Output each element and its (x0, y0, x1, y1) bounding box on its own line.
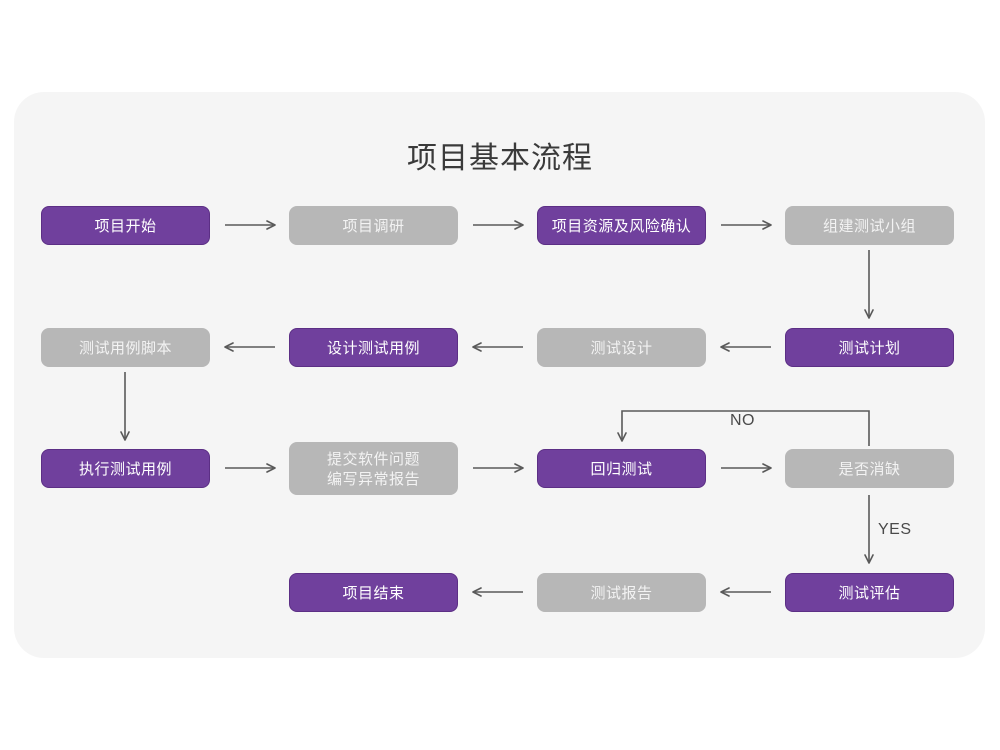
node-test-report[interactable]: 测试报告 (537, 573, 706, 612)
diagram-panel (14, 92, 985, 658)
node-submit-issue-report[interactable]: 提交软件问题 编写异常报告 (289, 442, 458, 495)
node-defect-cleared[interactable]: 是否消缺 (785, 449, 954, 488)
edge-label-no: NO (730, 412, 755, 429)
node-design-test-case[interactable]: 设计测试用例 (289, 328, 458, 367)
node-test-design[interactable]: 测试设计 (537, 328, 706, 367)
node-test-evaluation[interactable]: 测试评估 (785, 573, 954, 612)
node-regression-test[interactable]: 回归测试 (537, 449, 706, 488)
node-resource-risk-confirm[interactable]: 项目资源及风险确认 (537, 206, 706, 245)
node-test-case-script[interactable]: 测试用例脚本 (41, 328, 210, 367)
node-project-research[interactable]: 项目调研 (289, 206, 458, 245)
node-execute-test-case[interactable]: 执行测试用例 (41, 449, 210, 488)
page-title: 项目基本流程 (407, 141, 593, 176)
node-test-plan[interactable]: 测试计划 (785, 328, 954, 367)
node-build-test-team[interactable]: 组建测试小组 (785, 206, 954, 245)
node-project-start[interactable]: 项目开始 (41, 206, 210, 245)
node-project-end[interactable]: 项目结束 (289, 573, 458, 612)
edge-label-yes: YES (878, 521, 912, 538)
